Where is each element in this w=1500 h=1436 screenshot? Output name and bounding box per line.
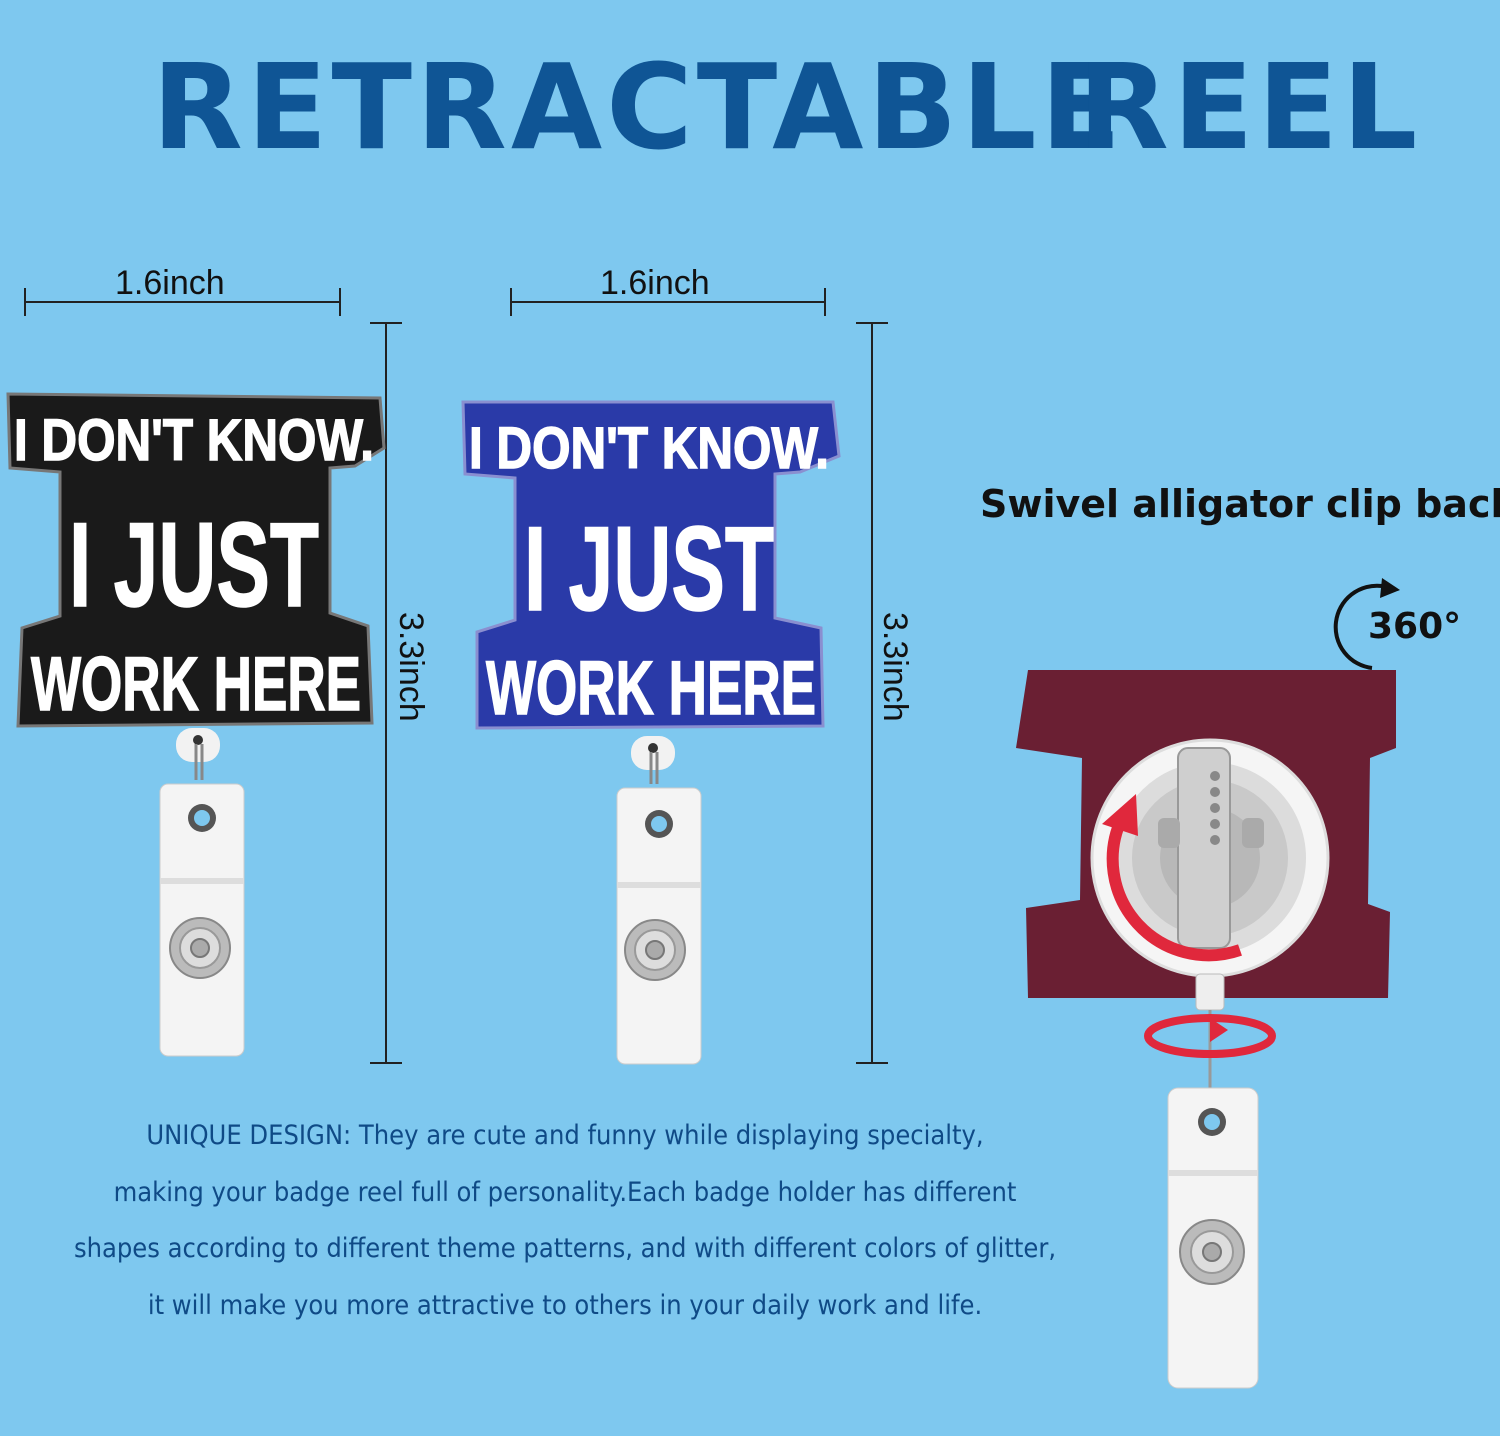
badge1-width-label: 1.6inch bbox=[115, 264, 225, 302]
rotation-label: 360° bbox=[1368, 606, 1462, 647]
badge2-height-label: 3.3inch bbox=[876, 612, 914, 722]
clip-caption: Swivel alligator clip back bbox=[980, 482, 1500, 526]
description-line-3: shapes according to different theme patt… bbox=[73, 1233, 1057, 1264]
headline: RETRACTABLE REEL bbox=[0, 42, 1500, 172]
badge1-height-label: 3.3inch bbox=[392, 612, 430, 722]
rotate-arrow-icon bbox=[1333, 578, 1400, 670]
badge-black-line-3: WORK HERE bbox=[31, 642, 361, 727]
badge-black-plate bbox=[6, 392, 386, 728]
description-line-4: it will make you more attractive to othe… bbox=[147, 1289, 983, 1321]
badge2-width-label: 1.6inch bbox=[600, 264, 710, 302]
badge-blue: I DON'T KNOW. I JUST WORK HERE bbox=[461, 400, 841, 1065]
badge-black-line-2: I JUST bbox=[69, 498, 319, 632]
headline-word-reel: REEL bbox=[1078, 38, 1422, 176]
badge-blue-line-3: WORK HERE bbox=[486, 646, 816, 731]
description: UNIQUE DESIGN: They are cute and funny w… bbox=[0, 1108, 1130, 1334]
description-line-2: making your badge reel full of personali… bbox=[113, 1176, 1017, 1208]
badge-black: I DON'T KNOW. I JUST WORK HERE bbox=[6, 392, 386, 1057]
badge-blue-line-2: I JUST bbox=[524, 502, 774, 636]
description-line-1: UNIQUE DESIGN: They are cute and funny w… bbox=[146, 1120, 984, 1151]
badge-blue-plate bbox=[461, 400, 841, 730]
headline-word-retractable: RETRACTABLE bbox=[152, 38, 1126, 176]
badge-black-line-1: I DON'T KNOW. bbox=[14, 408, 374, 473]
clip-back-illustration bbox=[1016, 670, 1396, 1389]
badge-blue-line-1: I DON'T KNOW. bbox=[469, 416, 829, 481]
